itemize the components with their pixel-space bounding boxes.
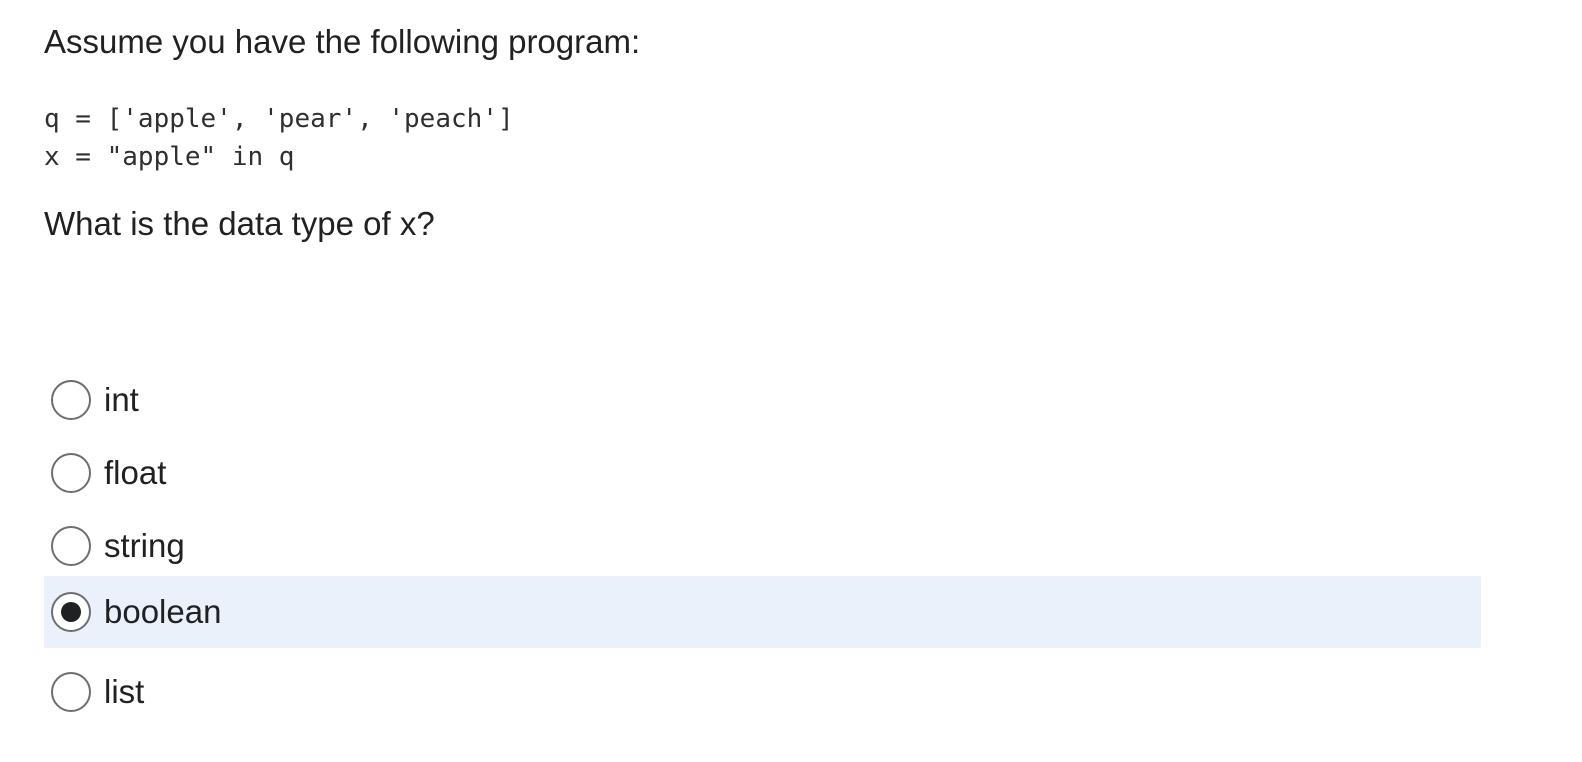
option-list[interactable]: list <box>44 656 1481 728</box>
option-label[interactable]: string <box>104 527 185 564</box>
radio-button[interactable] <box>51 526 91 566</box>
option-string[interactable]: string <box>44 510 1481 582</box>
option-int[interactable]: int <box>44 364 1481 436</box>
code-line: q = ['apple', 'pear', 'peach'] <box>44 104 514 134</box>
radio-button[interactable] <box>51 453 91 493</box>
option-label[interactable]: list <box>104 673 145 710</box>
question-prompt: What is the data type of x? <box>44 205 435 242</box>
radio-button[interactable] <box>51 380 91 420</box>
option-float[interactable]: float <box>44 437 1481 509</box>
option-boolean[interactable]: boolean <box>44 576 1481 648</box>
option-label[interactable]: float <box>104 454 167 491</box>
question-intro: Assume you have the following program: <box>44 23 641 60</box>
option-label[interactable]: int <box>104 381 139 418</box>
code-block: q = ['apple', 'pear', 'peach'] x = "apple… <box>44 100 514 176</box>
radio-dot-icon <box>61 602 81 622</box>
radio-button[interactable] <box>51 592 91 632</box>
radio-button[interactable] <box>51 672 91 712</box>
option-label[interactable]: boolean <box>104 593 222 630</box>
code-line: x = "apple" in q <box>44 142 295 172</box>
